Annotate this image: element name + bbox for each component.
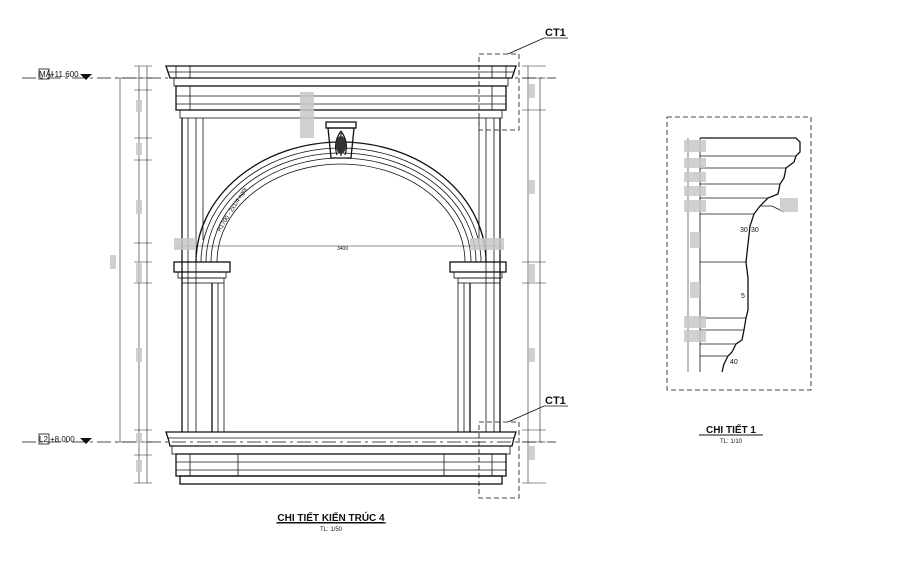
detail-1-profile	[699, 137, 801, 373]
left-inner-column	[211, 283, 225, 432]
svg-text:TL: 1/50: TL: 1/50	[320, 527, 343, 533]
level-tag-bottom: L2 +8.000	[38, 433, 75, 445]
callout-ct1-bottom: CT1	[478, 395, 568, 499]
left-outer-pier	[181, 118, 204, 432]
svg-text:30: 30	[751, 227, 759, 234]
svg-text:L2: L2	[39, 435, 48, 444]
right-outer-pier	[478, 118, 501, 432]
svg-text:CT1: CT1	[545, 395, 566, 407]
svg-text:TL: 1/10: TL: 1/10	[720, 439, 743, 445]
level-line-top	[22, 74, 556, 80]
svg-text:40: 40	[730, 359, 738, 366]
svg-text:+11.600: +11.600	[50, 70, 79, 79]
center-dim-blur	[300, 92, 314, 138]
top-cornice	[165, 65, 517, 119]
svg-text:CT1: CT1	[545, 27, 566, 39]
keystone	[325, 121, 357, 159]
main-title-block: CHI TIẾT KIẾN TRÚC 4 TL: 1/50	[276, 511, 386, 533]
svg-text:CHI TIẾT 1: CHI TIẾT 1	[706, 423, 756, 436]
callout-ct1-top: CT1	[478, 27, 568, 131]
base-plinth	[165, 431, 517, 485]
level-tag-top: MÁI +11.600	[38, 68, 79, 80]
svg-text:CHI TIẾT KIẾN TRÚC 4: CHI TIẾT KIẾN TRÚC 4	[277, 511, 385, 524]
svg-text:30: 30	[740, 227, 748, 234]
left-dimension-chain	[110, 65, 152, 484]
left-capital	[173, 261, 231, 284]
svg-text:+8.000: +8.000	[50, 435, 75, 444]
detail-1-dims: 30 30 5 40	[684, 138, 798, 372]
svg-text:MÁI: MÁI	[39, 70, 53, 79]
right-capital	[449, 261, 507, 284]
right-dimension-chain	[522, 65, 546, 484]
svg-text:5: 5	[741, 293, 745, 300]
detail-title-block: CHI TIẾT 1 TL: 1/10	[699, 423, 763, 445]
detail-1-frame	[666, 116, 812, 391]
svg-text:3400: 3400	[337, 246, 348, 252]
right-inner-column	[457, 283, 471, 432]
level-line-bottom	[22, 438, 556, 444]
springing-line: 3400	[174, 238, 504, 252]
